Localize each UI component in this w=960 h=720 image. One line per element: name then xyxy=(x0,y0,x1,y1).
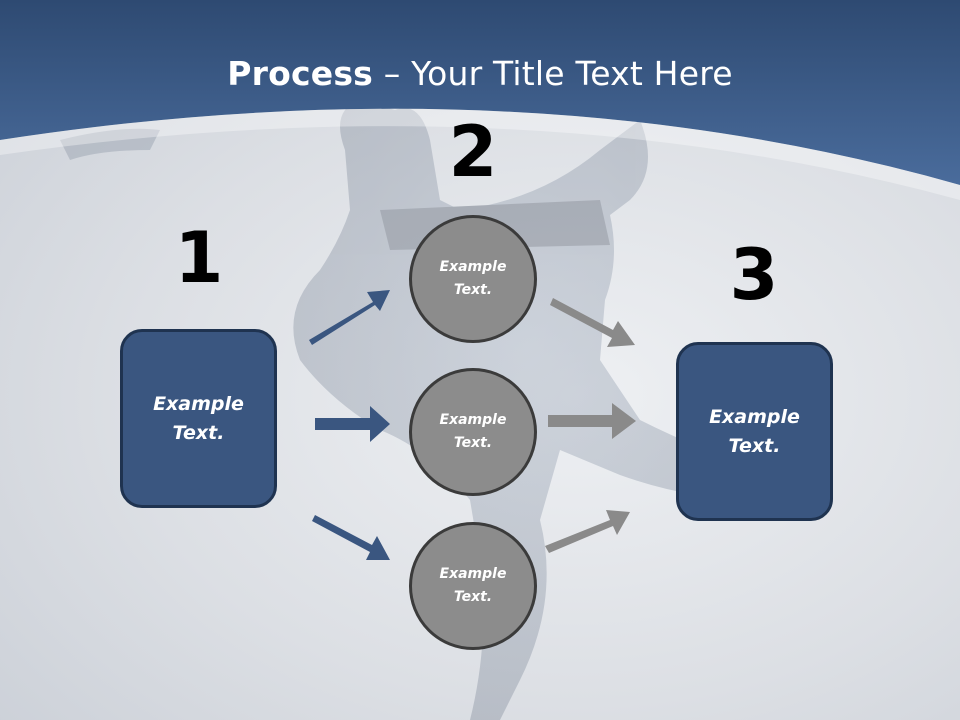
circle-middle-label: Example Text. xyxy=(439,412,507,451)
circle-top-label: Example Text. xyxy=(439,259,507,298)
right-box: Example Text. xyxy=(676,342,833,521)
arrow-top-to-right xyxy=(550,298,635,347)
left-box: Example Text. xyxy=(120,329,277,508)
left-box-label: Example Text. xyxy=(153,392,244,444)
arrow-left-to-middle xyxy=(315,406,390,442)
circle-bottom-label: Example Text. xyxy=(439,566,507,605)
step-number-2: 2 xyxy=(448,111,498,193)
step-number-3: 3 xyxy=(729,234,779,316)
step-number-1: 1 xyxy=(174,217,224,299)
arrow-left-to-bottom xyxy=(312,515,390,560)
title-bold: Process xyxy=(227,54,374,93)
arrow-left-to-top xyxy=(309,290,390,345)
arrow-bottom-to-right xyxy=(545,510,630,553)
arrow-middle-to-right xyxy=(548,403,636,439)
circle-top: Example Text. xyxy=(409,215,537,343)
circle-bottom: Example Text. xyxy=(409,522,537,650)
header-highlight xyxy=(0,108,960,200)
circle-middle: Example Text. xyxy=(409,368,537,496)
right-box-label: Example Text. xyxy=(709,405,800,457)
slide-title: Process – Your Title Text Here xyxy=(0,52,960,96)
title-rest: – Your Title Text Here xyxy=(373,54,733,93)
header-band xyxy=(0,0,960,185)
